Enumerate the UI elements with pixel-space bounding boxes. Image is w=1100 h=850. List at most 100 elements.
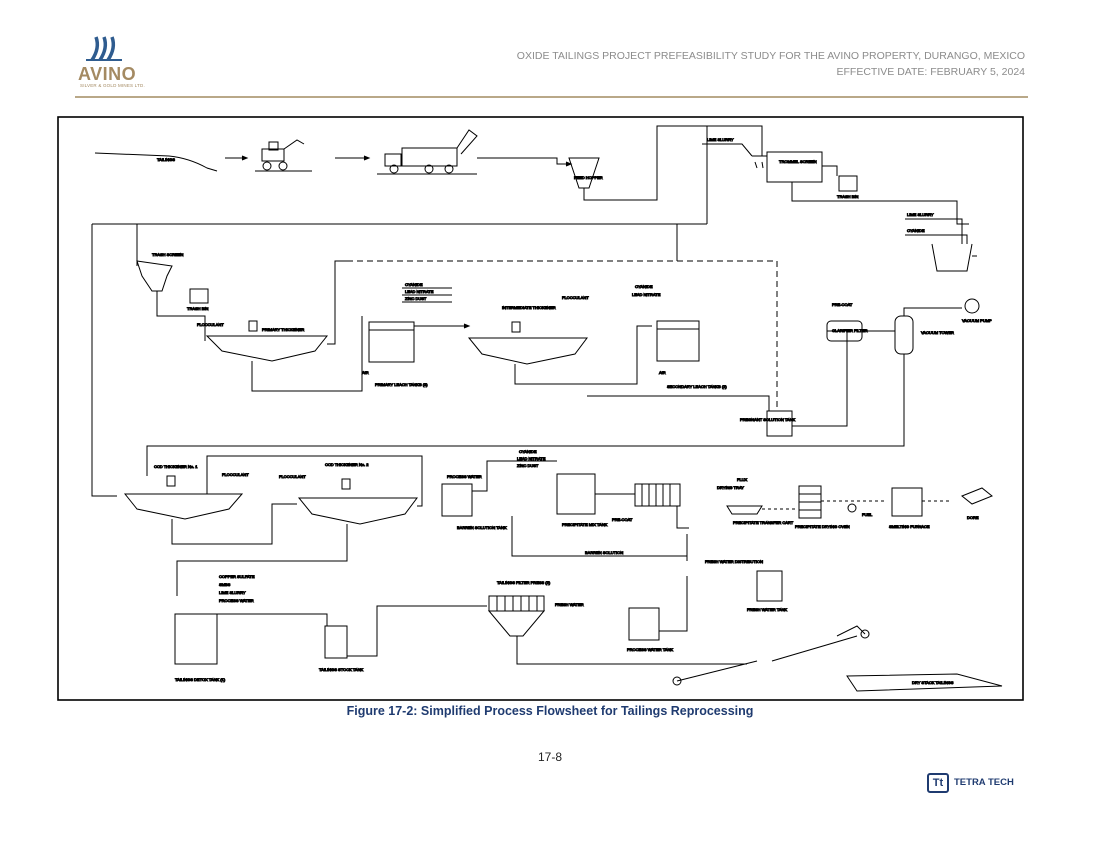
dry-stack-tailings: DRY STACK TAILINGS — [846, 673, 1003, 692]
svg-text:LIME SLURRY: LIME SLURRY — [907, 212, 934, 217]
svg-text:CYANIDE: CYANIDE — [907, 228, 925, 233]
dore-bar-icon: DORE — [961, 487, 993, 521]
svg-text:AIR: AIR — [362, 370, 369, 375]
feed-hopper: FEED HOPPER — [568, 157, 603, 189]
report-header: OXIDE TAILINGS PROJECT PREFEASIBILITY ST… — [517, 48, 1025, 80]
report-title: OXIDE TAILINGS PROJECT PREFEASIBILITY ST… — [516, 50, 1025, 62]
svg-text:INTERMEDIATE THICKENER: INTERMEDIATE THICKENER — [502, 305, 556, 310]
company-subtitle: SILVER & GOLD MINES LTD. — [80, 83, 145, 88]
svg-text:LIME SLURRY: LIME SLURRY — [707, 137, 734, 142]
precipitate-mix-tank: CYANIDE LEAD NITRATE ZINC DUST PRECIPITA… — [517, 449, 609, 528]
partner-name: TETRA TECH — [954, 777, 1014, 788]
svg-text:COPPER SULFATE: COPPER SULFATE — [219, 574, 255, 579]
svg-text:FRESH WATER TANK: FRESH WATER TANK — [747, 607, 787, 612]
secondary-leach-tanks: CYANIDE LEAD NITRATE SECONDARY LEACH TAN… — [632, 284, 728, 390]
svg-text:PROCESS WATER: PROCESS WATER — [219, 598, 254, 603]
svg-text:TAILINGS: TAILINGS — [157, 157, 175, 162]
process-flowsheet: TAILINGS FEED HOPPER LIME SLURRY TROMMEL… — [57, 116, 1024, 701]
process-water-tank: PROCESS WATER TANK — [627, 607, 674, 653]
header-divider — [75, 96, 1028, 98]
vacuum-tower: VACUUM TOWER — [894, 315, 955, 355]
tailings-stock-tank: TAILINGS STOCK TANK — [319, 625, 364, 673]
svg-text:VACUUM PUMP: VACUUM PUMP — [962, 318, 992, 323]
svg-text:CYANIDE: CYANIDE — [635, 284, 653, 289]
svg-text:CYANIDE: CYANIDE — [405, 282, 423, 287]
svg-text:TAILINGS DETOX TANK (1): TAILINGS DETOX TANK (1) — [175, 677, 226, 682]
precipitate-transfer-cart: FLUX DRYING TRAY PRECIPITATE TRANSFER CA… — [717, 477, 795, 526]
primary-leach-tanks: CYANIDE LEAD NITRATE ZINC DUST AIR PRIMA… — [362, 282, 452, 388]
svg-text:VACUUM TOWER: VACUUM TOWER — [921, 330, 954, 335]
svg-text:TAILINGS FILTER PRESS (2): TAILINGS FILTER PRESS (2) — [497, 580, 551, 585]
svg-text:FLOCCULANT: FLOCCULANT — [562, 295, 589, 300]
company-logo-text: AVINO — [78, 64, 137, 84]
svg-text:ZINC DUST: ZINC DUST — [517, 463, 539, 468]
svg-text:LEAD NITRATE: LEAD NITRATE — [632, 292, 661, 297]
svg-text:AIR: AIR — [659, 370, 666, 375]
diagram-frame — [57, 116, 1024, 701]
fresh-water-tank: FRESH WATER DISTRIBUTION FRESH WATER TAN… — [705, 559, 788, 613]
svg-text:FLOCCULANT: FLOCCULANT — [279, 474, 306, 479]
svg-text:PROCESS WATER TANK: PROCESS WATER TANK — [627, 647, 673, 652]
tailings-pile: TAILINGS — [94, 152, 218, 172]
vacuum-pump: VACUUM PUMP — [962, 298, 993, 324]
svg-text:FUEL: FUEL — [862, 512, 873, 517]
svg-text:BARREN SOLUTION: BARREN SOLUTION — [585, 550, 623, 555]
svg-text:PRE-COAT: PRE-COAT — [832, 302, 853, 307]
svg-text:PROCESS WATER: PROCESS WATER — [447, 474, 482, 479]
svg-text:LEAD NITRATE: LEAD NITRATE — [405, 289, 434, 294]
svg-text:DORE: DORE — [967, 515, 979, 520]
trommel-screen: TROMMEL SCREEN — [752, 151, 823, 183]
svg-text:TRASH BIN: TRASH BIN — [837, 194, 858, 199]
svg-text:LIME SLURRY: LIME SLURRY — [219, 590, 246, 595]
pregnant-solution-tank: PREGNANT SOLUTION TANK — [740, 410, 796, 437]
svg-text:SMBS: SMBS — [219, 582, 231, 587]
svg-text:DRY STACK TAILINGS: DRY STACK TAILINGS — [912, 680, 954, 685]
trash-bin-2: TRASH BIN — [187, 288, 209, 312]
flow-line — [583, 125, 763, 201]
figure-caption: Figure 17-2: Simplified Process Flowshee… — [346, 704, 754, 718]
effective-date: EFFECTIVE DATE: FEBRUARY 5, 2024 — [836, 66, 1025, 78]
svg-text:TROMMEL SCREEN: TROMMEL SCREEN — [779, 159, 817, 164]
svg-text:FLOCCULANT: FLOCCULANT — [197, 322, 224, 327]
svg-text:CLARIFIER FILTER: CLARIFIER FILTER — [832, 328, 868, 333]
svg-text:TRASH SCREEN: TRASH SCREEN — [152, 252, 183, 257]
ccd-thickener-1: CCD THICKENER No. 1 FLOCCULANT — [123, 464, 250, 520]
barren-solution-tank: PROCESS WATER BARREN SOLUTION TANK — [441, 474, 507, 531]
tailings-filter-press: TAILINGS FILTER PRESS (2) FRESH WATER — [487, 580, 584, 637]
trash-bin-1: TRASH BIN — [837, 175, 859, 200]
svg-text:DRYING TRAY: DRYING TRAY — [717, 485, 744, 490]
leach-feed-tank — [931, 243, 977, 272]
svg-text:CCD THICKENER No. 2: CCD THICKENER No. 2 — [325, 462, 369, 467]
svg-text:CCD THICKENER No. 1: CCD THICKENER No. 1 — [154, 464, 198, 469]
precipitate-drying-oven: PRECIPITATE DRYING OVEN — [795, 485, 850, 530]
svg-text:FRESH WATER: FRESH WATER — [555, 602, 584, 607]
conveyor-belts — [672, 625, 870, 686]
svg-text:PRECIPITATE DRYING OVEN: PRECIPITATE DRYING OVEN — [795, 524, 850, 529]
tetra-tech-logo-icon: Tt — [927, 773, 949, 793]
ccd-thickener-2: CCD THICKENER No. 2 FLOCCULANT — [279, 462, 418, 525]
page-number: 17-8 — [537, 750, 563, 764]
avino-logo-icon — [86, 36, 122, 61]
svg-text:PRE-COAT: PRE-COAT — [612, 517, 633, 522]
svg-text:ZINC DUST: ZINC DUST — [405, 296, 427, 301]
smelting-furnace: FUEL SMELTING FURNACE — [847, 487, 930, 530]
svg-text:FEED HOPPER: FEED HOPPER — [574, 175, 603, 180]
svg-text:FRESH WATER DISTRIBUTION: FRESH WATER DISTRIBUTION — [705, 559, 763, 564]
svg-text:SECONDARY LEACH TANKS (2): SECONDARY LEACH TANKS (2) — [667, 384, 727, 389]
svg-text:LEAD NITRATE: LEAD NITRATE — [517, 456, 546, 461]
dump-truck-icon — [377, 129, 478, 175]
svg-text:PRECIPITATE MIX TANK: PRECIPITATE MIX TANK — [562, 522, 608, 527]
svg-text:TAILINGS STOCK TANK: TAILINGS STOCK TANK — [319, 667, 363, 672]
svg-text:CYANIDE: CYANIDE — [519, 449, 537, 454]
svg-text:PRIMARY THICKENER: PRIMARY THICKENER — [262, 327, 304, 332]
svg-text:FLOCCULANT: FLOCCULANT — [222, 472, 249, 477]
trash-screen: TRASH SCREEN — [136, 252, 184, 292]
flow-line — [477, 157, 569, 165]
front-end-loader-icon — [255, 139, 312, 172]
svg-text:TRASH BIN: TRASH BIN — [187, 306, 208, 311]
precipitate-filter-press: PRE-COAT — [612, 483, 681, 523]
primary-thickener: PRIMARY THICKENER — [205, 320, 329, 362]
svg-text:PREGNANT SOLUTION TANK: PREGNANT SOLUTION TANK — [740, 417, 795, 422]
svg-text:PRIMARY LEACH TANKS (3): PRIMARY LEACH TANKS (3) — [375, 382, 428, 387]
tailings-detox-tank: COPPER SULFATE SMBS LIME SLURRY PROCESS … — [174, 574, 255, 683]
